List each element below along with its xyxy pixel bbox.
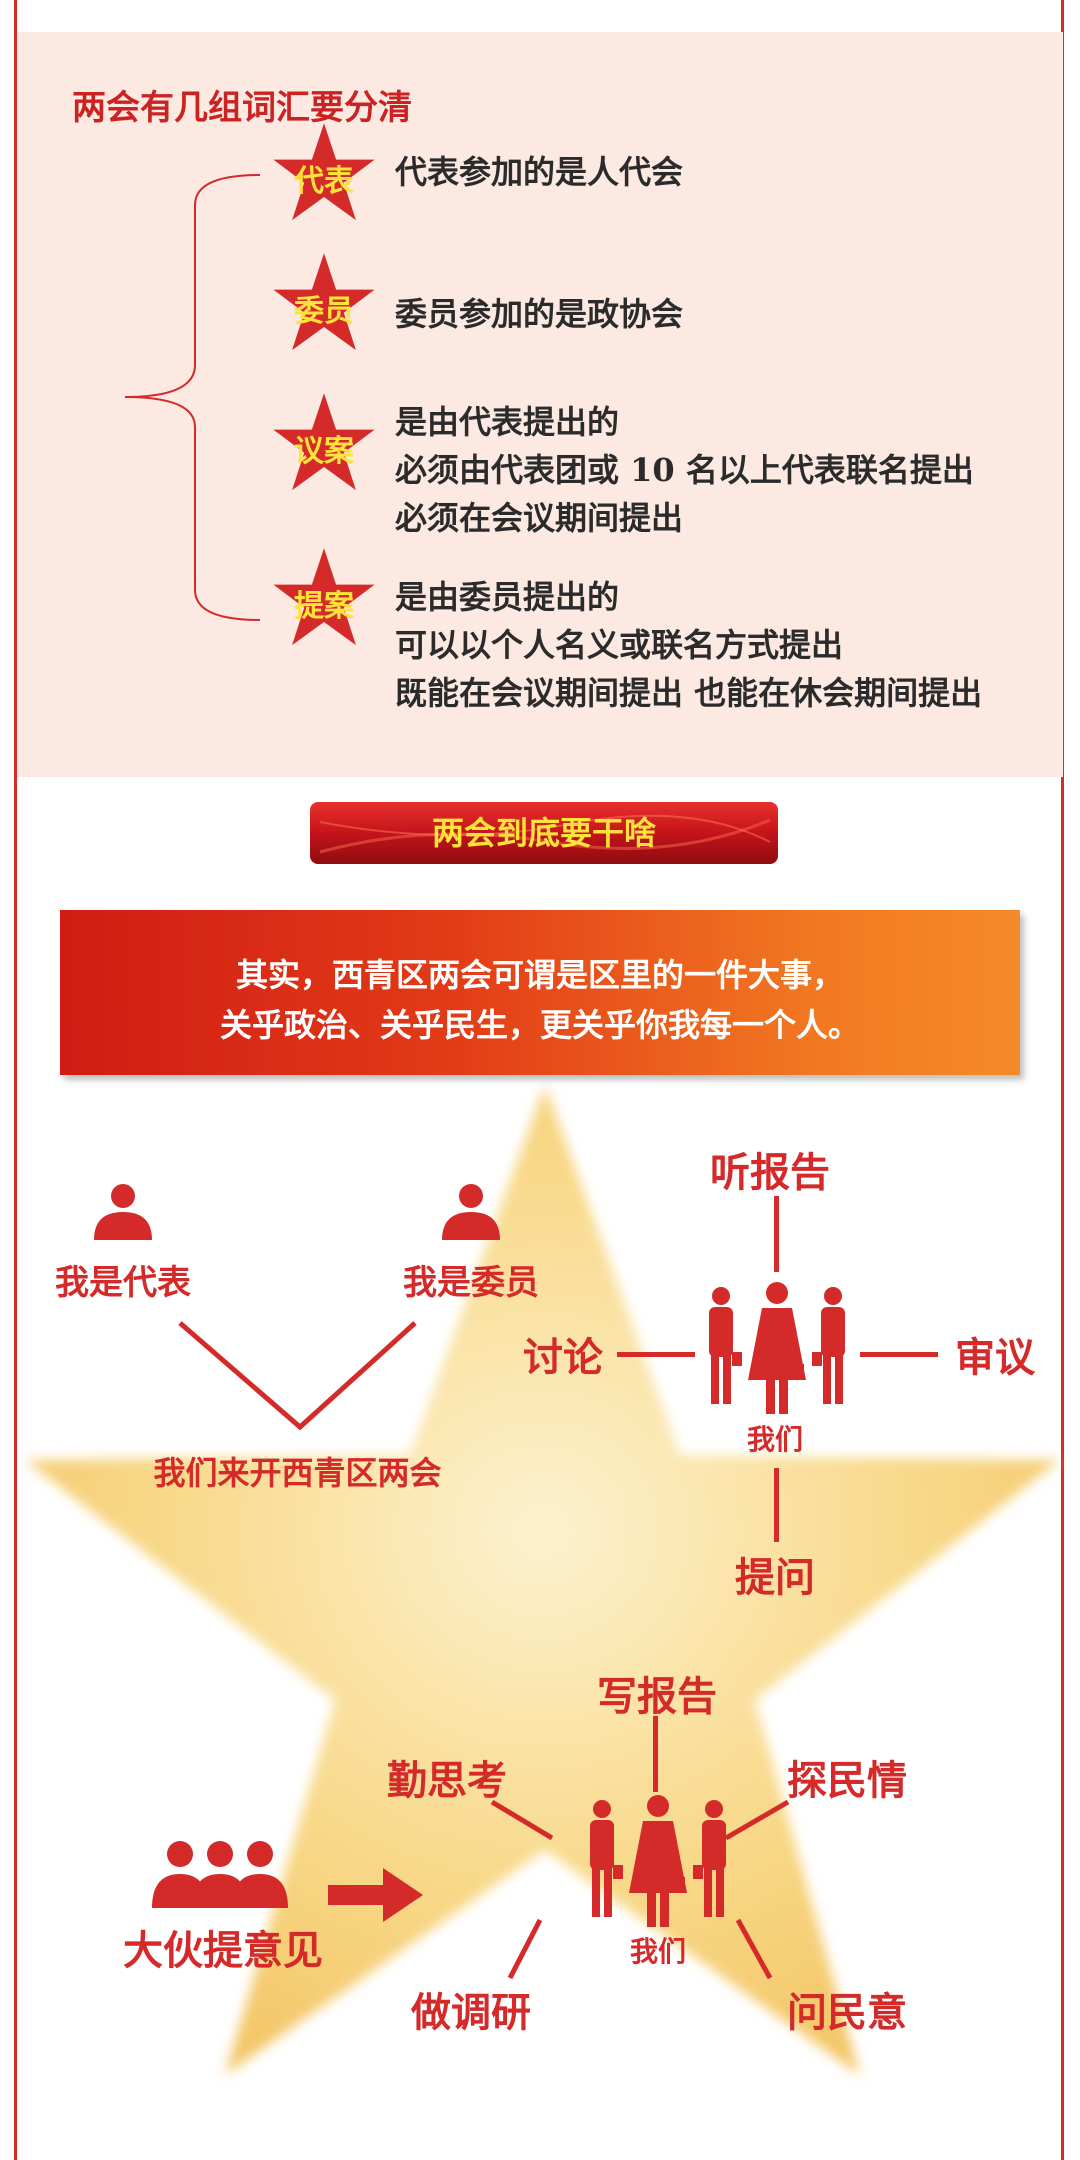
- meeting-top-label: 听报告: [710, 1149, 830, 1196]
- term-badge-yian: 议案: [268, 390, 380, 500]
- work-top-label: 写报告: [597, 1673, 717, 1720]
- term-description-daibiao: 代表参加的是人代会: [395, 148, 683, 196]
- work-connector-lines: [490, 1799, 790, 1980]
- connector-line: [860, 1352, 938, 1357]
- work-upper-right-label: 探民情: [787, 1757, 907, 1804]
- star-icon: [273, 123, 375, 221]
- description-line: 可以以个人名义或联名方式提出: [395, 626, 844, 664]
- term-description-weiyuan: 委员参加的是政协会: [395, 290, 683, 338]
- group-people-icon: [590, 1795, 726, 1927]
- term-badge-daibiao: 代表: [268, 120, 380, 230]
- description-line: 是由代表提出的: [395, 403, 620, 441]
- group-label: 大伙提意见: [123, 1927, 323, 1974]
- description-line: 必须由代表团或 10 名以上代表联名提出: [395, 451, 974, 489]
- banner-label: 两会到底要干啥: [431, 814, 656, 852]
- term-description-yian: 是由代表提出的 必须由代表团或 10 名以上代表联名提出 必须在会议期间提出: [395, 398, 974, 542]
- converge-lines: [178, 1321, 417, 1431]
- work-center-label: 我们: [629, 1935, 686, 1968]
- description-line: 是由委员提出的: [395, 578, 620, 616]
- term-label: 代表: [294, 164, 354, 199]
- page-frame: [14, 0, 1064, 2160]
- connector-line: [653, 1716, 658, 1792]
- work-lower-left-label: 做调研: [411, 1989, 531, 2036]
- role-label-member: 我是委员: [403, 1263, 539, 1303]
- meeting-right-label: 审议: [955, 1334, 1035, 1381]
- star-icon: [273, 393, 375, 491]
- intro-box: 其实，西青区两会可谓是区里的一件大事， 关乎政治、关乎民生，更关乎你我每一个人。: [60, 910, 1020, 1075]
- description-line: 既能在会议期间提出 也能在休会期间提出: [395, 674, 983, 712]
- arrow-right-icon: [328, 1868, 423, 1922]
- connector-line: [617, 1352, 695, 1357]
- term-badge-weiyuan: 委员: [268, 250, 380, 360]
- star-icon: [273, 548, 375, 646]
- intro-line-1: 其实，西青区两会可谓是区里的一件大事，: [235, 956, 844, 994]
- group-people-icon: [709, 1282, 845, 1414]
- person-icon: [94, 1184, 152, 1240]
- intro-line-2: 关乎政治、关乎民生，更关乎你我每一个人。: [219, 1006, 860, 1044]
- connector-line: [774, 1468, 779, 1542]
- meeting-bottom-label: 提问: [735, 1554, 815, 1601]
- work-upper-left-label: 勤思考: [387, 1757, 507, 1804]
- description-line: 必须在会议期间提出: [395, 499, 684, 537]
- background-star: [25, 1085, 1060, 2075]
- person-icon: [442, 1184, 500, 1240]
- section-banner: 两会到底要干啥: [310, 802, 778, 864]
- join-label: 我们来开西青区两会: [153, 1454, 442, 1492]
- group-icon: [152, 1841, 288, 1908]
- term-label: 议案: [294, 434, 354, 469]
- star-icon: [273, 253, 375, 351]
- term-badge-tian: 提案: [268, 545, 380, 655]
- banner-ribbon: [310, 802, 778, 864]
- bracket-line: [124, 174, 261, 621]
- meeting-center-label: 我们: [746, 1423, 803, 1456]
- term-description-tian: 是由委员提出的 可以以个人名义或联名方式提出 既能在会议期间提出 也能在休会期间…: [395, 573, 982, 717]
- description-line: 代表参加的是人代会: [395, 153, 684, 191]
- connector-line: [774, 1196, 779, 1272]
- meeting-left-label: 讨论: [523, 1334, 603, 1381]
- work-lower-right-label: 问民意: [787, 1989, 907, 2036]
- glossary-title: 两会有几组词汇要分清: [72, 88, 412, 128]
- term-label: 提案: [294, 589, 354, 624]
- role-label-rep: 我是代表: [55, 1263, 191, 1303]
- term-label: 委员: [294, 294, 354, 329]
- glossary-panel: [17, 32, 1063, 777]
- description-line: 委员参加的是政协会: [395, 295, 684, 333]
